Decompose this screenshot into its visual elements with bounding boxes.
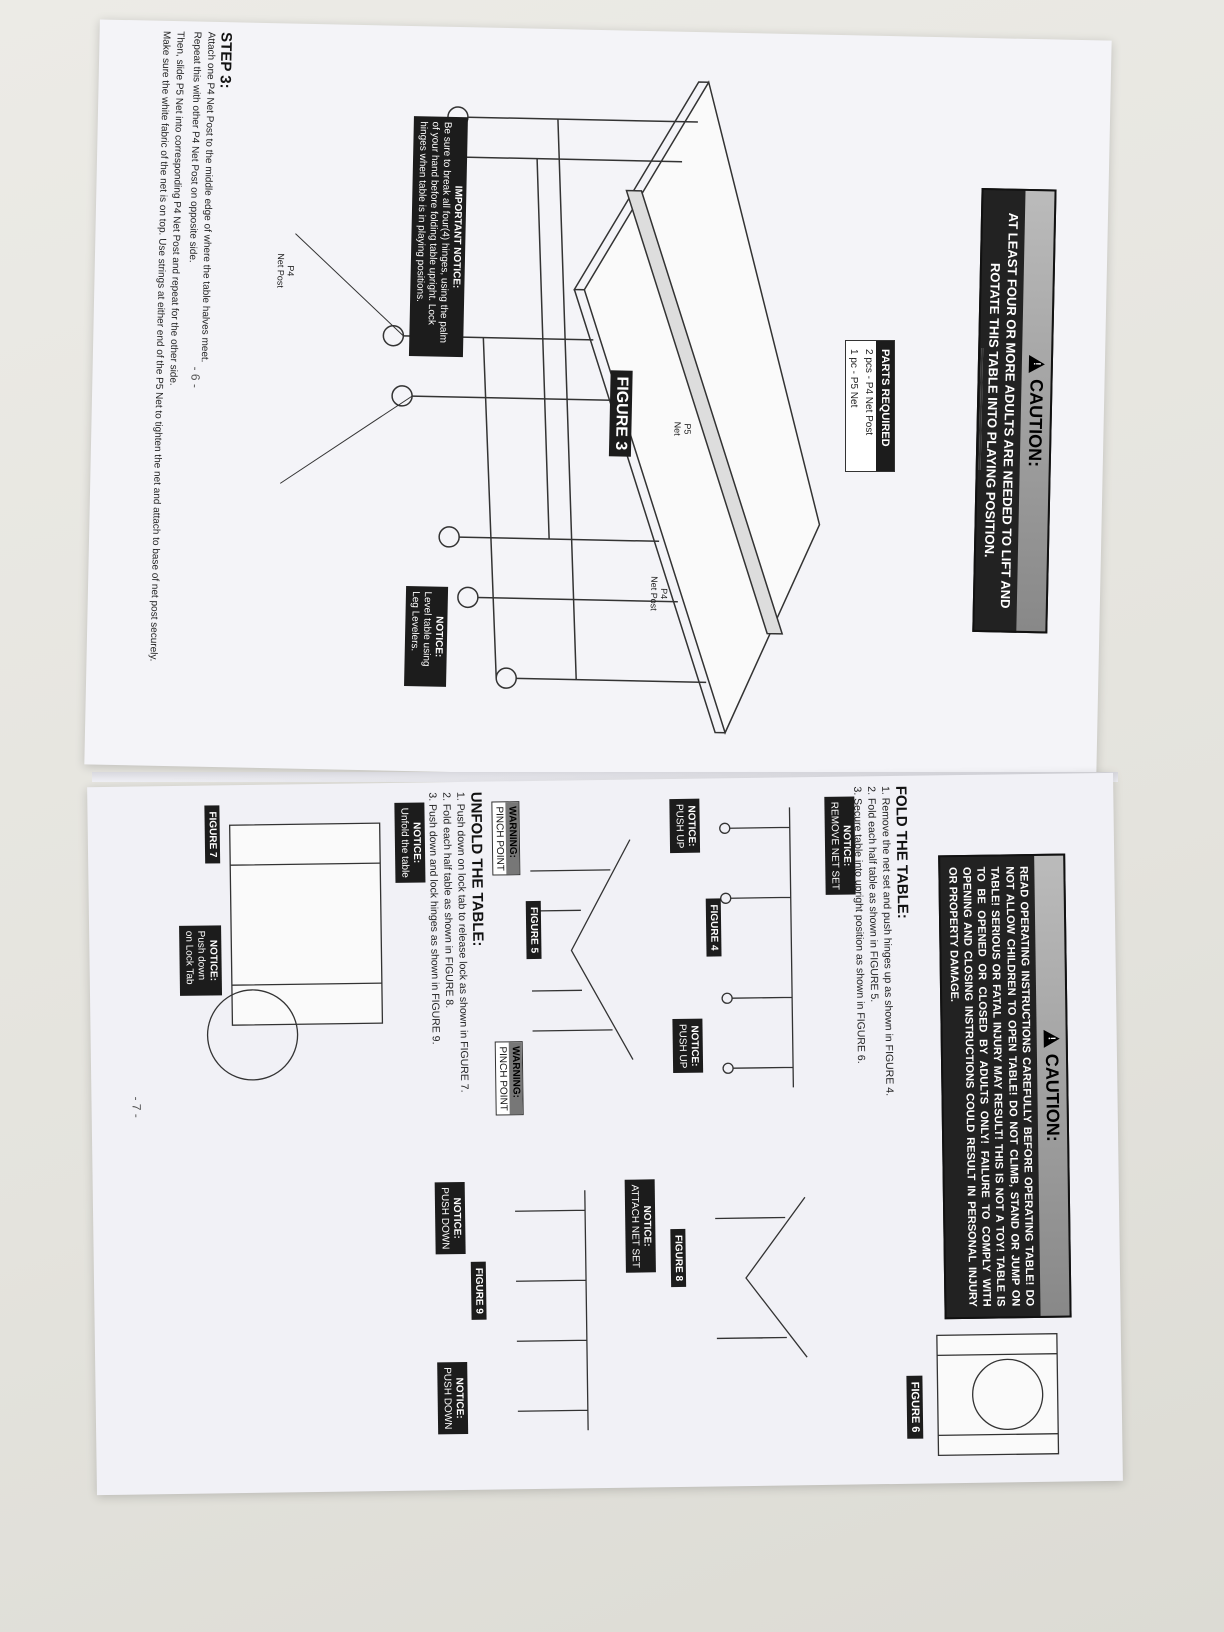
- caution-banner-7: CAUTION: READ OPERATING INSTRUCTIONS CAR…: [938, 853, 1072, 1320]
- figure-4-label: FIGURE 4: [705, 898, 722, 957]
- caution-title-7: CAUTION:: [1041, 1053, 1064, 1142]
- figure-3-diagram: [279, 80, 821, 735]
- figure-6-diagram: [936, 1333, 1060, 1457]
- caution-banner: CAUTION: AT LEAST FOUR OR MORE ADULTS AR…: [972, 187, 1057, 634]
- manual-page-7: CAUTION: READ OPERATING INSTRUCTIONS CAR…: [87, 772, 1123, 1496]
- level-notice-text: Level table using Leg Levelers.: [408, 591, 434, 667]
- notice-push-down-1: NOTICE:PUSH DOWN: [434, 1181, 466, 1255]
- notice-push-up-1: NOTICE:PUSH UP: [669, 798, 701, 854]
- fold-section: FOLD THE TABLE: 1. Remove the net set an…: [850, 786, 918, 1387]
- parts-required-title: PARTS REQUIRED: [876, 341, 894, 471]
- part-item-2: 1 pc - P5 Net: [848, 349, 859, 408]
- important-notice-text: Be sure to break all four(4) hinges, usi…: [414, 121, 453, 344]
- figure-4-diagram: [719, 807, 795, 1088]
- figure-3-label: FIGURE 3: [608, 370, 633, 457]
- parts-required: PARTS REQUIRED 2 pcs - P4 Net Post 1 pc …: [845, 340, 895, 472]
- caution-text-7: READ OPERATING INSTRUCTIONS CAREFULLY BE…: [945, 866, 1036, 1307]
- page-number-6: - 6 -: [188, 366, 203, 389]
- warning-triangle-icon: [1028, 355, 1046, 374]
- figure-5-diagram: [530, 839, 634, 1060]
- figure-7-label: FIGURE 7: [204, 805, 221, 864]
- page-7-content: CAUTION: READ OPERATING INSTRUCTIONS CAR…: [89, 773, 1109, 1487]
- figure-7-diagram: [206, 822, 384, 1081]
- figure-5-label: FIGURE 5: [525, 900, 542, 960]
- caution-title: CAUTION:: [1024, 378, 1047, 468]
- figure-9-diagram: [515, 1190, 589, 1431]
- warning-triangle-icon: [1043, 1029, 1060, 1048]
- warning-pinch-point-2: WARNING:PINCH POINT: [494, 1041, 524, 1116]
- level-notice-title: NOTICE:: [432, 616, 445, 658]
- figure-8-label: FIGURE 8: [670, 1228, 687, 1288]
- notice-unfold-table: NOTICE:Unfold the table: [394, 802, 426, 883]
- notice-push-up-2: NOTICE:PUSH UP: [672, 1018, 704, 1074]
- book-spine: [92, 772, 1118, 782]
- manual-page-6: CAUTION: AT LEAST FOUR OR MORE ADULTS AR…: [84, 19, 1112, 786]
- level-table-notice: NOTICE: Level table using Leg Levelers.: [404, 586, 449, 687]
- notice-push-down-lock-tab: NOTICE:Push down on Lock Tab: [179, 925, 223, 996]
- page-6-content: CAUTION: AT LEAST FOUR OR MORE ADULTS AR…: [85, 19, 1100, 775]
- part-item-1: 2 pcs - P4 Net Post: [863, 349, 874, 436]
- figure-8-diagram: [715, 1196, 808, 1358]
- warning-pinch-point-1: WARNING:PINCH POINT: [491, 801, 521, 877]
- notice-push-down-2: NOTICE:PUSH DOWN: [437, 1361, 469, 1435]
- figure-9-label: FIGURE 9: [470, 1261, 487, 1321]
- notice-remove-net: NOTICE:REMOVE NET SET: [824, 796, 856, 896]
- page-number-7: - 7 -: [129, 1096, 144, 1118]
- important-notice-box: IMPORTANT NOTICE: Be sure to break all f…: [408, 116, 468, 358]
- notice-attach-net: NOTICE:ATTACH NET SET: [624, 1179, 656, 1274]
